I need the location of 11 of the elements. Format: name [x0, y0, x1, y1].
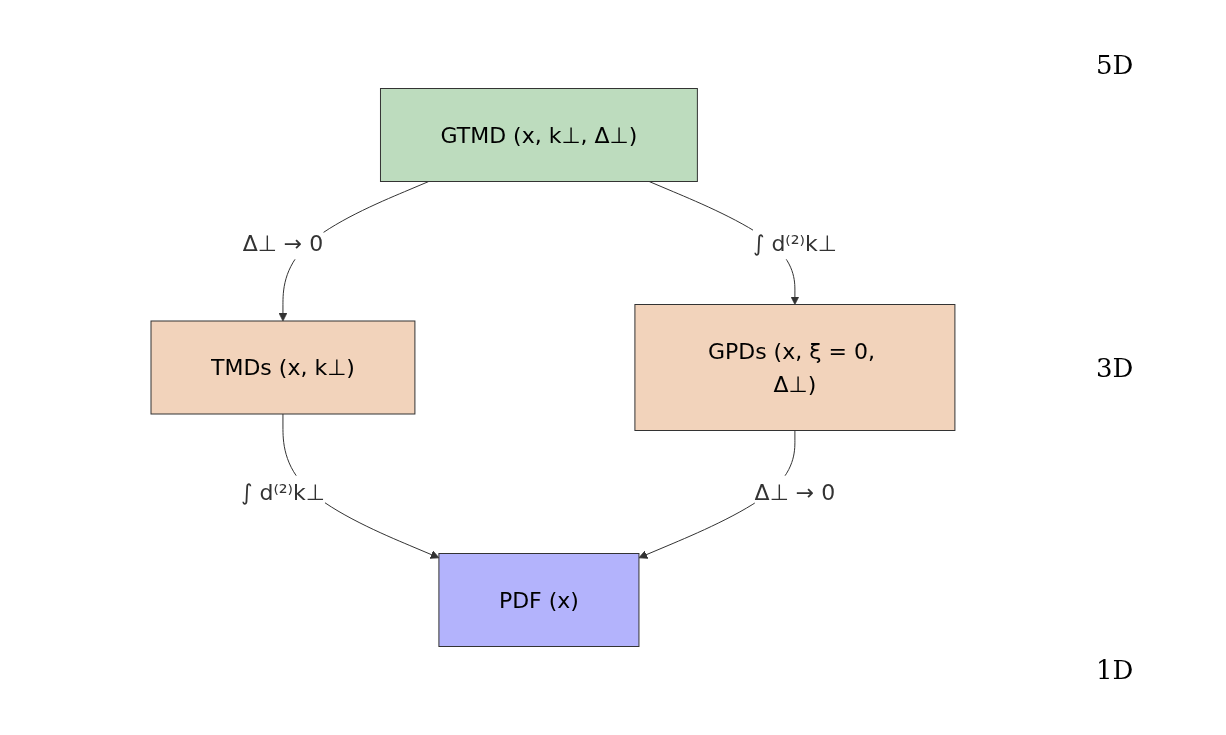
dimension-label: 1D — [1096, 655, 1134, 685]
edge-label: ∫ d⁽²⁾k⊥ — [752, 230, 837, 256]
node-box: TMDs (x, k⊥) — [150, 320, 416, 415]
dimension-label: 3D — [1096, 352, 1134, 383]
dimension-label: 5D — [1096, 50, 1134, 80]
edge-label: ∫ d⁽²⁾k⊥ — [241, 479, 325, 505]
edge-label: Δ⊥ → 0 — [242, 230, 324, 256]
node-box: GPDs (x, ξ = 0, Δ⊥) — [634, 304, 956, 431]
node-box: GTMD (x, k⊥, Δ⊥) — [380, 88, 698, 182]
node-box: PDF (x) — [438, 553, 640, 647]
edge-label: Δ⊥ → 0 — [754, 479, 836, 505]
